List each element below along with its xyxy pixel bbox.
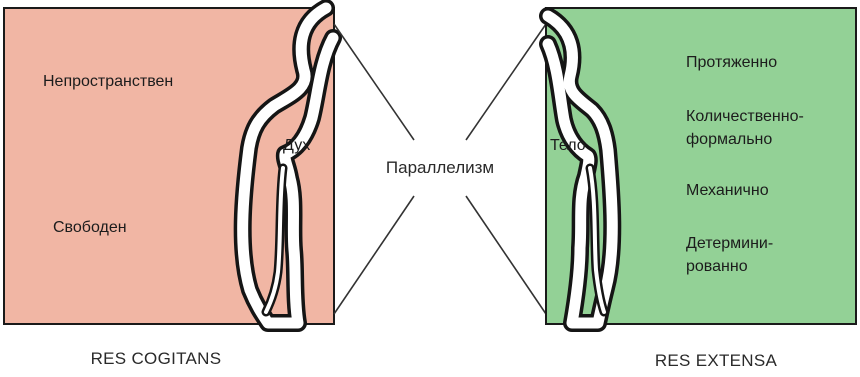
label-spirit: Дух	[283, 137, 310, 154]
connector-left-top	[334, 24, 414, 140]
label-mechanical: Механично	[686, 182, 769, 199]
label-extended: Протяженно	[686, 54, 777, 71]
label-determined-line1: Детермини-	[686, 235, 773, 252]
res-cogitans-panel: Непространствен Свободен Дух	[4, 8, 334, 324]
connector-right-top	[466, 24, 546, 140]
label-body: Тело	[550, 137, 586, 154]
label-quantitative-line2: формально	[686, 131, 772, 148]
label-free: Свободен	[53, 219, 127, 236]
connector-right-bottom	[466, 196, 546, 314]
caption-res-cogitans: RES COGITANS	[91, 349, 222, 368]
label-quantitative-line1: Количественно-	[686, 108, 804, 125]
label-determined-line2: рованно	[686, 258, 748, 275]
label-nonspatial: Непространствен	[43, 73, 173, 90]
connector-left-bottom	[334, 196, 414, 314]
label-parallelism: Параллелизм	[386, 158, 494, 177]
res-extensa-panel: Тело Протяженно Количественно- формально…	[546, 8, 856, 324]
caption-res-extensa: RES EXTENSA	[655, 351, 778, 370]
